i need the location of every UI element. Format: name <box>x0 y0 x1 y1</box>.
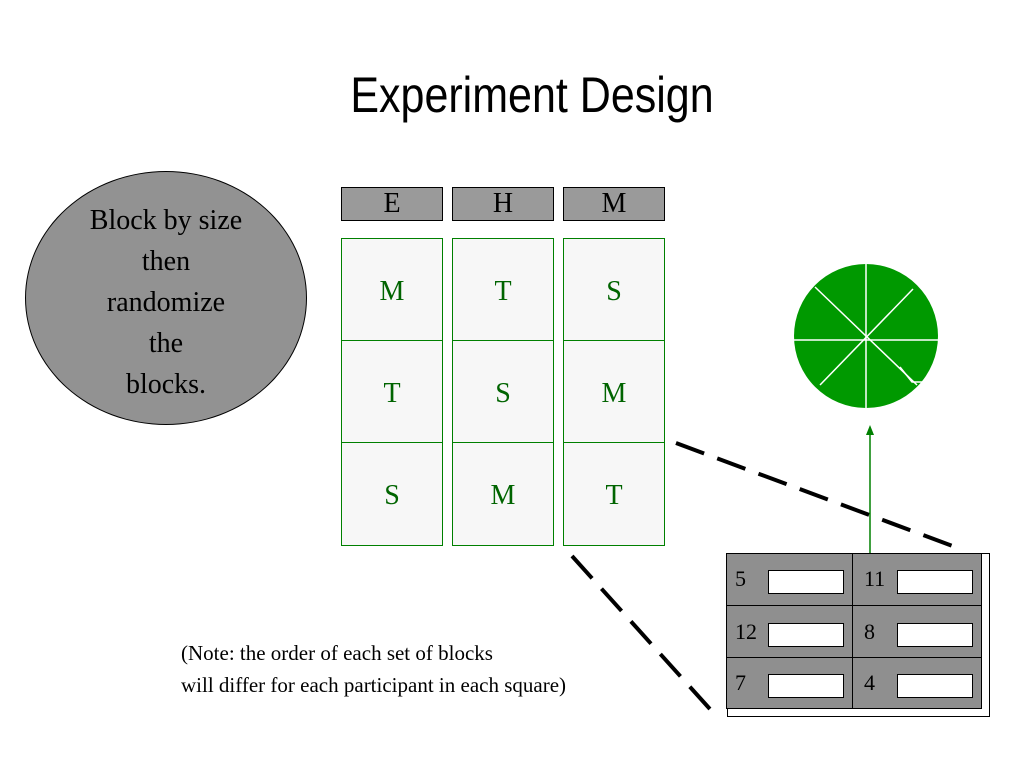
footnote-line: (Note: the order of each set of blocks <box>181 641 493 665</box>
block-column-e: M T S <box>341 238 443 546</box>
participant-number: 11 <box>864 566 886 591</box>
block-cell: T <box>605 480 623 511</box>
page-title: Experiment Design <box>350 67 714 123</box>
block-cell: T <box>342 341 442 443</box>
participant-cell: 5 <box>726 553 853 604</box>
participant-number: 12 <box>735 619 757 644</box>
bubble-line: then <box>141 246 191 277</box>
bubble-line: blocks. <box>125 369 207 400</box>
block-cell: T <box>453 239 553 341</box>
participant-cell: 11 <box>855 553 982 604</box>
block-cell: S <box>453 341 553 443</box>
participant-number: 5 <box>735 566 746 591</box>
participant-cell: 7 <box>726 657 853 708</box>
footnote-line: will differ for each participant in each… <box>181 673 567 697</box>
pie-dividers <box>794 264 938 408</box>
block-cell: M <box>564 341 664 443</box>
block-column-m: S M T <box>563 238 665 546</box>
bubble-line: the <box>148 328 184 359</box>
bubble-line: Block by size <box>89 205 243 236</box>
participant-cell: 8 <box>855 606 982 657</box>
up-arrow-head <box>866 425 874 435</box>
participant-input <box>768 674 844 698</box>
participant-input <box>768 623 844 647</box>
participant-number: 4 <box>864 670 875 695</box>
zoom-line-lower <box>570 554 720 720</box>
instruction-bubble <box>25 171 307 425</box>
participant-cell: 12 <box>726 606 853 657</box>
instruction-bubble-text: Block by size then randomize the blocks. <box>25 200 307 405</box>
participant-input <box>897 623 973 647</box>
column-header-e: E <box>341 187 443 221</box>
participant-number: 7 <box>735 670 746 695</box>
panel-divider <box>726 605 982 606</box>
block-column-h: T S M <box>452 238 554 546</box>
participant-input <box>768 570 844 594</box>
column-header-h: H <box>452 187 554 221</box>
column-header-m: M <box>563 187 665 221</box>
participant-input <box>897 674 973 698</box>
panel-divider <box>852 553 853 709</box>
footnote: (Note: the order of each set of blocks w… <box>181 637 566 701</box>
panel-divider <box>726 657 982 658</box>
participant-input <box>897 570 973 594</box>
block-cell: M <box>342 239 442 341</box>
zoom-line-upper <box>675 441 959 550</box>
bubble-line: randomize <box>106 287 226 318</box>
participant-cell: 4 <box>855 657 982 708</box>
participant-number: 8 <box>864 619 875 644</box>
block-cell: S <box>384 480 400 511</box>
block-cell: M <box>490 480 516 511</box>
block-cell: S <box>564 239 664 341</box>
